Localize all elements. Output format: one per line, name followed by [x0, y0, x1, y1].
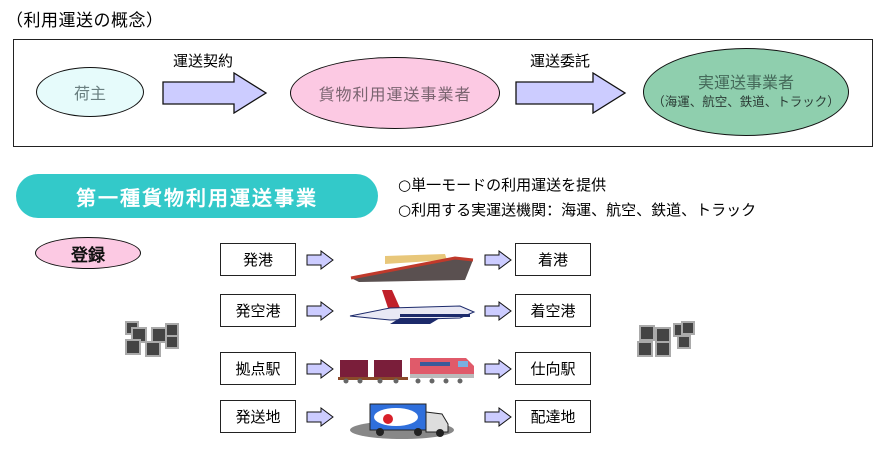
small-arrow-icon: [484, 250, 512, 270]
route-destination-node: 配達地: [515, 400, 591, 433]
carrier-node: 実運送事業者 （海運、航空、鉄道、トラック）: [643, 48, 849, 136]
page-title: （利用運送の概念）: [6, 11, 164, 31]
route-destination-node: 着港: [515, 243, 591, 276]
small-arrow-icon: [306, 407, 334, 427]
small-arrow-icon: [306, 301, 334, 321]
route-destination-node: 着空港: [515, 294, 591, 327]
bullet-item: ○単一モードの利用運送を提供: [398, 176, 607, 194]
route-origin-node: 発空港: [220, 294, 296, 327]
cargo-containers-icon: [125, 321, 179, 357]
cargo-containers-icon: [637, 321, 695, 357]
small-arrow-icon: [306, 250, 334, 270]
small-arrow-icon: [484, 359, 512, 379]
carrier-sublabel: （海運、航空、鉄道、トラック）: [652, 94, 840, 110]
route-origin-node: 発港: [220, 243, 296, 276]
small-arrow-icon: [306, 359, 334, 379]
forwarder-label: 貨物利用運送事業者: [318, 85, 472, 104]
train-icon: [338, 358, 474, 384]
ship-icon: [350, 254, 474, 282]
airplane-icon: [349, 290, 476, 324]
small-arrow-icon: [484, 407, 512, 427]
shipper-node: 荷主: [36, 67, 144, 117]
forwarder-node: 貨物利用運送事業者: [290, 57, 500, 129]
route-destination-node: 仕向駅: [515, 352, 591, 385]
route-origin-node: 拠点駅: [220, 352, 296, 385]
consign-arrow-icon: [515, 72, 627, 114]
carrier-label: 実運送事業者: [697, 73, 794, 93]
consign-label: 運送委託: [530, 52, 591, 70]
bullet-item: ○利用する実運送機関：海運、航空、鉄道、トラック: [398, 201, 757, 219]
bullet-list: ○単一モードの利用運送を提供 ○利用する実運送機関：海運、航空、鉄道、トラック: [398, 173, 756, 223]
section-banner: 第一種貨物利用運送事業: [16, 174, 378, 218]
route-origin-node: 発送地: [220, 400, 296, 433]
contract-arrow-icon: [162, 72, 268, 114]
contract-label: 運送契約: [173, 52, 234, 70]
concept-diagram-frame: [13, 39, 873, 147]
registration-label: 登録: [71, 245, 105, 266]
truck-icon: [350, 403, 454, 439]
small-arrow-icon: [484, 301, 512, 321]
shipper-label: 荷主: [73, 84, 106, 103]
registration-badge: 登録: [35, 237, 141, 269]
